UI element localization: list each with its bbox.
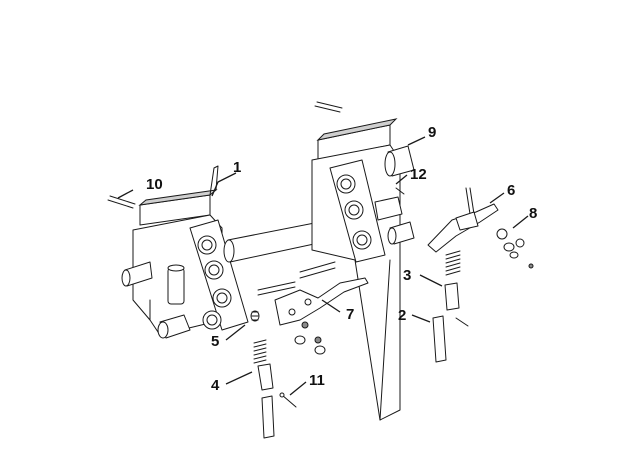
callout-12: 12 (410, 166, 427, 183)
spring-3 (444, 250, 461, 311)
callout-8: 8 (529, 205, 537, 222)
pin-2 (432, 315, 469, 363)
callout-4: 4 (211, 377, 220, 394)
callouts: 1 2 3 4 5 6 7 8 9 10 11 12 (146, 124, 537, 394)
callout-5: 5 (211, 333, 219, 350)
pin-12 (395, 187, 405, 195)
callout-11: 11 (309, 372, 325, 389)
callout-6: 6 (507, 182, 515, 199)
left-bushings (121, 261, 191, 339)
lever-6 (427, 203, 499, 253)
callout-10: 10 (146, 176, 163, 193)
top-bolts (107, 101, 475, 215)
leaders (117, 136, 529, 396)
callout-9: 9 (428, 124, 436, 141)
callout-3: 3 (403, 267, 411, 284)
callout-2: 2 (398, 307, 406, 324)
left-side-link (189, 219, 249, 331)
lever-7-hardware (294, 321, 326, 355)
lever-7 (274, 277, 369, 326)
pin-11 (279, 392, 297, 408)
middle-bolts (257, 261, 336, 296)
hardware-8 (496, 228, 534, 269)
right-side-link (329, 159, 403, 263)
callout-1: 1 (233, 159, 241, 176)
callout-7: 7 (346, 306, 354, 323)
spring-pin-4 (253, 339, 275, 439)
spring-5 (250, 310, 260, 322)
right-bushing (384, 145, 415, 245)
